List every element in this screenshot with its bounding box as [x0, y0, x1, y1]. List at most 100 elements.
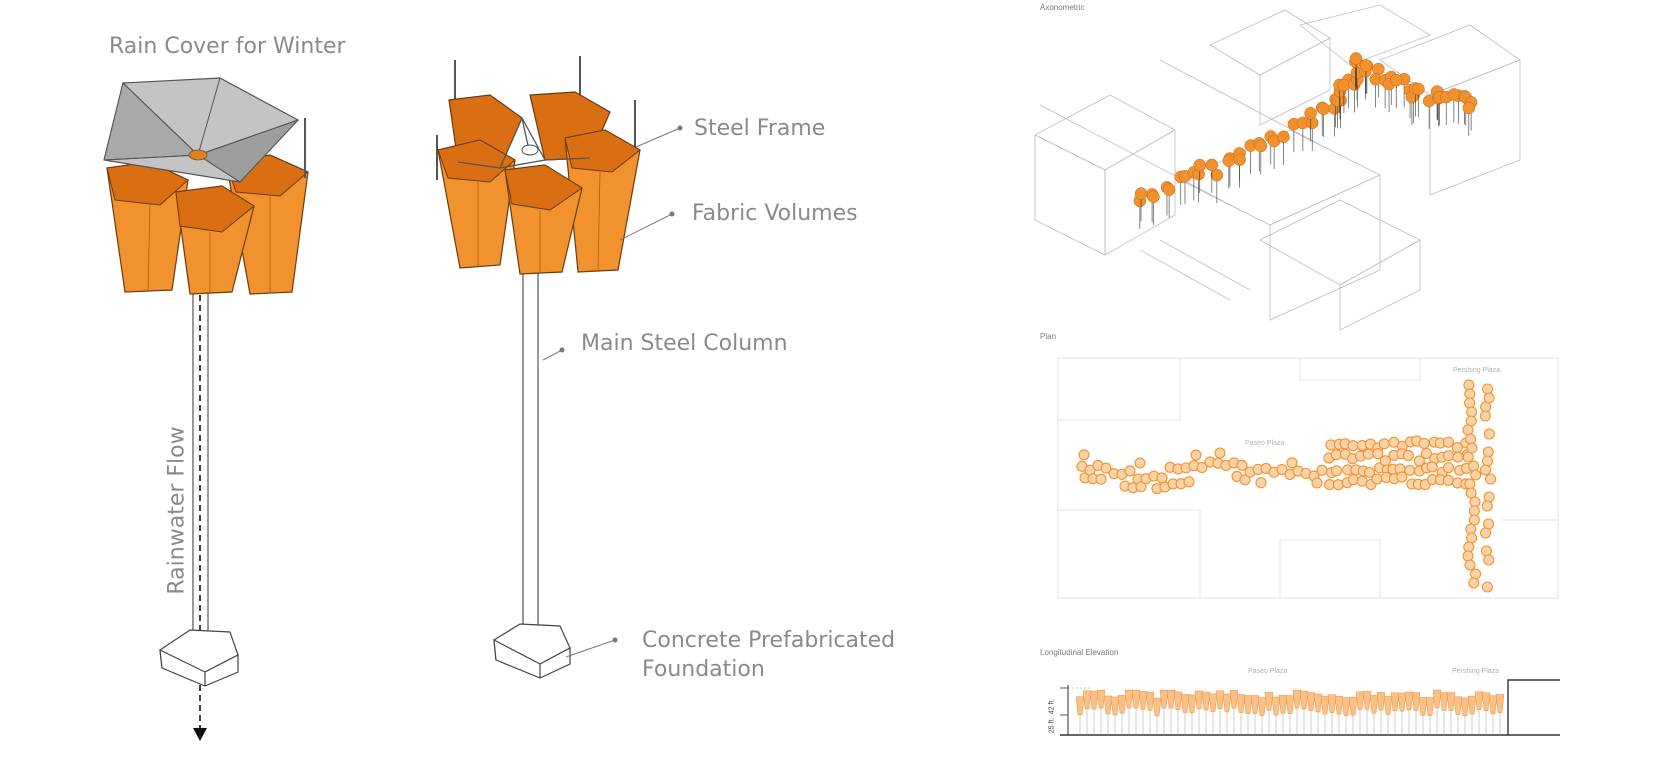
elevation-canopy: [1180, 694, 1190, 713]
plan-umbrella: [1134, 457, 1146, 469]
plan-umbrella: [1156, 472, 1168, 484]
umbrella-with-rain-cover: [103, 77, 309, 741]
axo-umbrella: [1462, 101, 1476, 115]
elevation-canopy: [1348, 696, 1358, 716]
plan-umbrella: [1483, 428, 1495, 440]
fabric-volumes-label: Fabric Volumes: [692, 201, 858, 226]
plan-umbrella: [1418, 437, 1430, 450]
plan-umbrella: [1286, 457, 1298, 469]
elevation-canopy: [1229, 689, 1239, 709]
elevation-canopy: [1271, 696, 1281, 716]
axo-umbrella: [1317, 102, 1330, 116]
plan-drawing: [1057, 357, 1559, 599]
rain-cover: [103, 77, 306, 183]
plan-umbrella: [1190, 449, 1202, 461]
plan-umbrella: [1465, 523, 1477, 535]
axonometric-title: Axonometric: [1040, 3, 1085, 12]
axo-umbrella: [1193, 158, 1207, 172]
elevation-canopy: [1278, 695, 1288, 714]
elevation-canopy: [1173, 691, 1183, 711]
elevation-canopy: [1285, 695, 1295, 714]
plan-umbrella: [1236, 459, 1248, 471]
elevation-canopy: [1306, 692, 1316, 711]
foundation-label-line2: Foundation: [642, 657, 765, 682]
axo-umbrella: [1147, 190, 1160, 203]
elevation-canopy: [1376, 692, 1386, 711]
plan-umbrella: [1095, 473, 1107, 485]
elevation-canopy: [1243, 695, 1253, 714]
axo-umbrella: [1134, 187, 1148, 200]
leader-lines: [542, 127, 681, 658]
plan-umbrella: [1481, 383, 1494, 395]
axo-umbrella: [1254, 139, 1268, 153]
foundation-label-line1: Concrete Prefabricated: [642, 628, 896, 653]
plan-title: Plan: [1040, 332, 1057, 341]
steel-frame-label: Steel Frame: [694, 116, 826, 141]
elevation-canopy: [1355, 691, 1365, 711]
elevation-canopy: [1362, 691, 1372, 710]
steel-frame-posts: [436, 56, 636, 180]
elevation-canopy: [1215, 690, 1225, 709]
plan-umbrella: [1479, 527, 1492, 539]
plan-umbrella: [1362, 448, 1374, 460]
elevation-canopy: [1453, 696, 1463, 715]
elevation-canopy: [1096, 689, 1106, 709]
plan-umbrella: [1483, 554, 1495, 566]
axo-umbrella: [1359, 59, 1373, 72]
plan-umbrella: [1464, 397, 1476, 409]
plan-umbrella: [1442, 462, 1455, 474]
elevation-canopy: [1495, 694, 1505, 713]
axonometric-drawing: [1034, 4, 1521, 331]
axo-umbrella: [1205, 158, 1219, 172]
foundation-middle: [493, 623, 571, 679]
elevation-canopy: [1208, 693, 1218, 713]
main-steel-column-label: Main Steel Column: [581, 331, 788, 356]
elevation-canopy: [1488, 695, 1498, 714]
axo-umbrella: [1162, 183, 1176, 196]
elevation-canopy: [1320, 695, 1330, 715]
plan-umbrella: [1464, 559, 1476, 571]
plan-umbrella: [1078, 449, 1090, 461]
elevation-canopy: [1467, 695, 1477, 715]
elevation-canopy: [1341, 697, 1351, 716]
plan-umbrella: [1465, 433, 1477, 445]
leader-dots: [559, 125, 683, 643]
elevation-dim-bottom: 25 ft.: [1048, 717, 1056, 734]
plan-umbrella: [1316, 464, 1328, 476]
plan-umbrella: [1214, 447, 1226, 459]
plan-umbrella: [1100, 462, 1112, 474]
fabric-volumes-middle: [437, 91, 641, 275]
umbrella-structure: [436, 56, 683, 679]
elevation-canopy: [1474, 691, 1484, 710]
plan-umbrella: [1255, 477, 1267, 489]
elevation-canopy: [1152, 697, 1162, 717]
elevation-canopy: [1138, 691, 1148, 710]
elevation-canopy: [1383, 696, 1393, 715]
elevation-canopy: [1446, 692, 1456, 711]
plan-umbrella: [1462, 451, 1474, 463]
plan-umbrella: [1420, 447, 1433, 460]
foundation-left: [159, 629, 239, 687]
plan-umbrella: [1347, 440, 1359, 452]
plan-umbrellas: [1076, 379, 1497, 593]
plan-umbrella: [1468, 460, 1480, 472]
elevation-canopy: [1327, 694, 1337, 713]
elevation-canopy: [1257, 697, 1267, 716]
elevation-canopy: [1117, 694, 1127, 714]
plan-umbrella: [1481, 500, 1493, 512]
elevation-canopy: [1194, 690, 1204, 710]
elevation-canopy: [1110, 696, 1120, 716]
plan-umbrella: [1479, 464, 1492, 476]
plan-umbrella: [1196, 461, 1208, 474]
elevation-canopy: [1432, 689, 1442, 709]
plan-umbrella: [1470, 469, 1482, 481]
plan-umbrella: [1378, 438, 1390, 450]
axo-umbrella: [1304, 107, 1317, 120]
column-middle: [522, 261, 539, 638]
plan-umbrella: [1464, 478, 1476, 490]
plan-umbrella: [1483, 491, 1495, 503]
plan-umbrella: [1371, 473, 1383, 485]
elevation-canopy: [1166, 689, 1176, 709]
plan-umbrella: [1462, 550, 1474, 562]
